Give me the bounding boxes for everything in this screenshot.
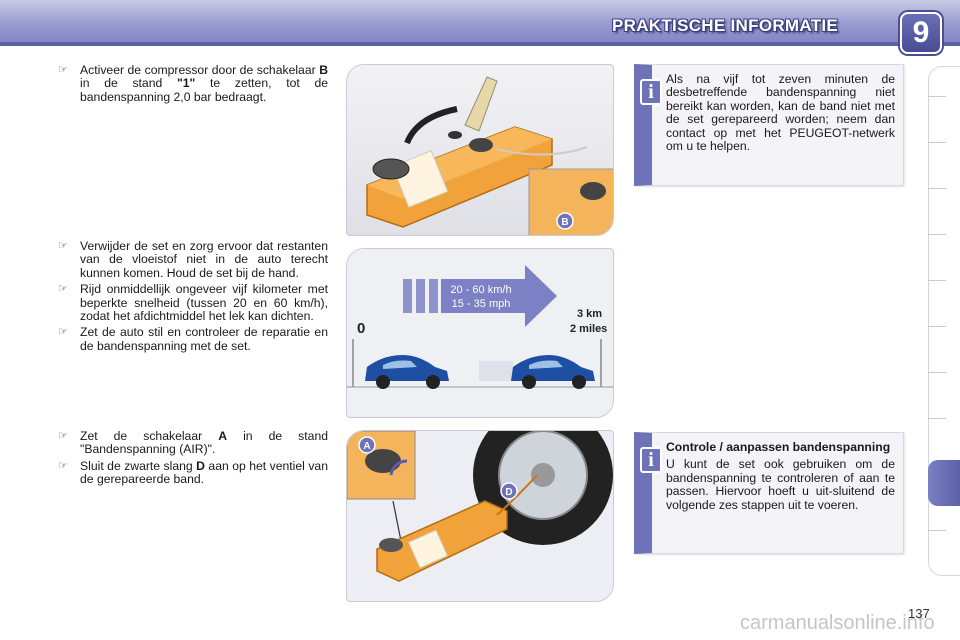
pointing-hand-icon: ☞ (58, 240, 68, 252)
driving-distance-illustration: 20 - 60 km/h 15 - 35 mph 0 3 km 2 miles (347, 249, 613, 417)
tab-divider (928, 96, 946, 97)
position-1-label: "1" (176, 76, 196, 91)
instruction-bullet: ☞ Sluit de zwarte slang D aan op het ven… (58, 458, 328, 487)
speed-kmh: 20 - 60 km/h (450, 284, 511, 296)
speed-mph: 15 - 35 mph (452, 298, 511, 310)
chapter-number-badge: 9 (900, 12, 942, 54)
chapter-tab-rail (928, 66, 960, 576)
hose-connection-illustration: A D (347, 431, 613, 601)
instruction-bullet: ☞ Zet de schakelaar A in de stand "Bande… (58, 429, 328, 457)
tab-divider (928, 418, 946, 419)
tab-divider (928, 188, 946, 189)
figure-compressor-switch: B (346, 64, 614, 236)
pointing-hand-icon: ☞ (58, 283, 68, 296)
figure-switch-and-hose: A D (346, 430, 614, 602)
instructions-section-1: ☞ Activeer de compressor door de schakel… (56, 63, 329, 107)
callout-d: D (505, 487, 512, 498)
tab-divider (928, 326, 946, 327)
chapter-tab-active[interactable] (928, 460, 960, 506)
tab-divider (928, 530, 946, 531)
info-box-pressure-warning: i Als na vijf tot zeven minuten de desbe… (634, 64, 904, 186)
hose-d-label: D (196, 458, 205, 473)
info-box-pressure-check: i Controle / aanpassen bandenspanning U … (634, 432, 904, 554)
switch-b-label: B (319, 63, 328, 77)
instruction-bullet: ☞ Verwijder de set en zorg ervoor dat re… (58, 239, 328, 280)
start-label: 0 (357, 320, 365, 337)
header-band (0, 0, 960, 46)
instructions-section-2: ☞ Verwijder de set en zorg ervoor dat re… (56, 239, 328, 356)
tab-divider (928, 234, 946, 235)
pointing-hand-icon: ☞ (58, 430, 68, 442)
instruction-bullet: ☞ Rijd onmiddellijk ongeveer vijf kilome… (58, 282, 328, 324)
tab-divider (928, 280, 946, 281)
switch-a-label: A (218, 429, 228, 443)
distance-km: 3 km (577, 308, 602, 320)
figure-driving-distance: 20 - 60 km/h 15 - 35 mph 0 3 km 2 miles (346, 248, 614, 418)
info-text: U kunt de set ook gebruiken om de banden… (666, 457, 895, 512)
car-end (511, 355, 595, 389)
page-number: 137 (908, 606, 930, 621)
distance-miles: 2 miles (570, 323, 607, 335)
chapter-title: PRAKTISCHE INFORMATIE (612, 16, 839, 35)
tab-divider (928, 372, 946, 373)
car-start (365, 355, 449, 389)
callout-a: A (363, 441, 370, 452)
pointing-hand-icon: ☞ (58, 64, 68, 76)
watermark: carmanualsonline.info (740, 612, 935, 634)
pointing-hand-icon: ☞ (58, 459, 68, 472)
info-heading: Controle / aanpassen bandenspanning (666, 440, 891, 454)
callout-b: B (561, 217, 568, 228)
instruction-bullet: ☞ Activeer de compressor door de schakel… (58, 63, 329, 104)
instructions-section-3: ☞ Zet de schakelaar A in de stand "Bande… (56, 429, 328, 490)
instruction-bullet: ☞ Zet de auto stil en controleer de repa… (58, 325, 328, 353)
compressor-illustration: B (366, 76, 613, 235)
info-icon: i (640, 447, 662, 473)
info-text: Als na vijf tot zeven minuten de desbetr… (666, 72, 895, 154)
info-icon: i (640, 79, 662, 105)
tab-divider (928, 142, 946, 143)
pointing-hand-icon: ☞ (58, 326, 68, 339)
